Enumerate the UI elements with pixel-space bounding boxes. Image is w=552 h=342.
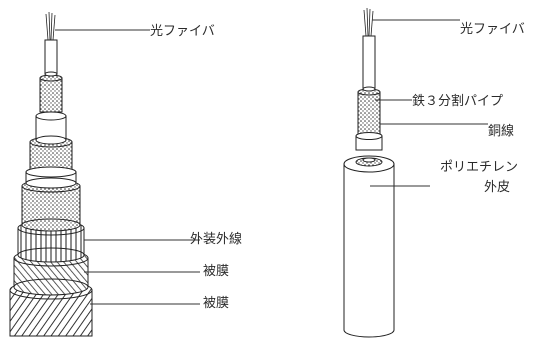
- label-left-optical-fiber: 光ファイバ: [150, 24, 215, 39]
- label-left-coating-1: 被膜: [203, 264, 230, 279]
- right-leader-lines: [370, 19, 488, 187]
- left-leader-lines: [55, 29, 200, 305]
- right-iron-pipe: [357, 91, 381, 135]
- label-right-optical-fiber: 光ファイバ: [460, 22, 525, 37]
- right-cable: [343, 7, 395, 338]
- label-left-coating-2: 被膜: [203, 296, 230, 311]
- left-cable: [9, 11, 93, 337]
- left-fiber-bundle: [44, 39, 58, 75]
- label-left-armor-wire: 外装外線: [190, 232, 243, 247]
- label-right-polyethylene: ポリエチレン: [440, 160, 519, 175]
- label-right-iron-pipe: 鉄３分割パイプ: [412, 94, 504, 109]
- label-right-copper-wire: 銅線: [488, 124, 515, 139]
- right-fiber-strands: [363, 7, 374, 37]
- left-fiber-strands: [45, 11, 56, 41]
- right-fiber-bundle: [362, 35, 376, 89]
- label-right-outer-sheath: 外皮: [484, 180, 511, 195]
- right-outer-sheath: [343, 163, 395, 338]
- left-inner-sleeve: [39, 77, 63, 113]
